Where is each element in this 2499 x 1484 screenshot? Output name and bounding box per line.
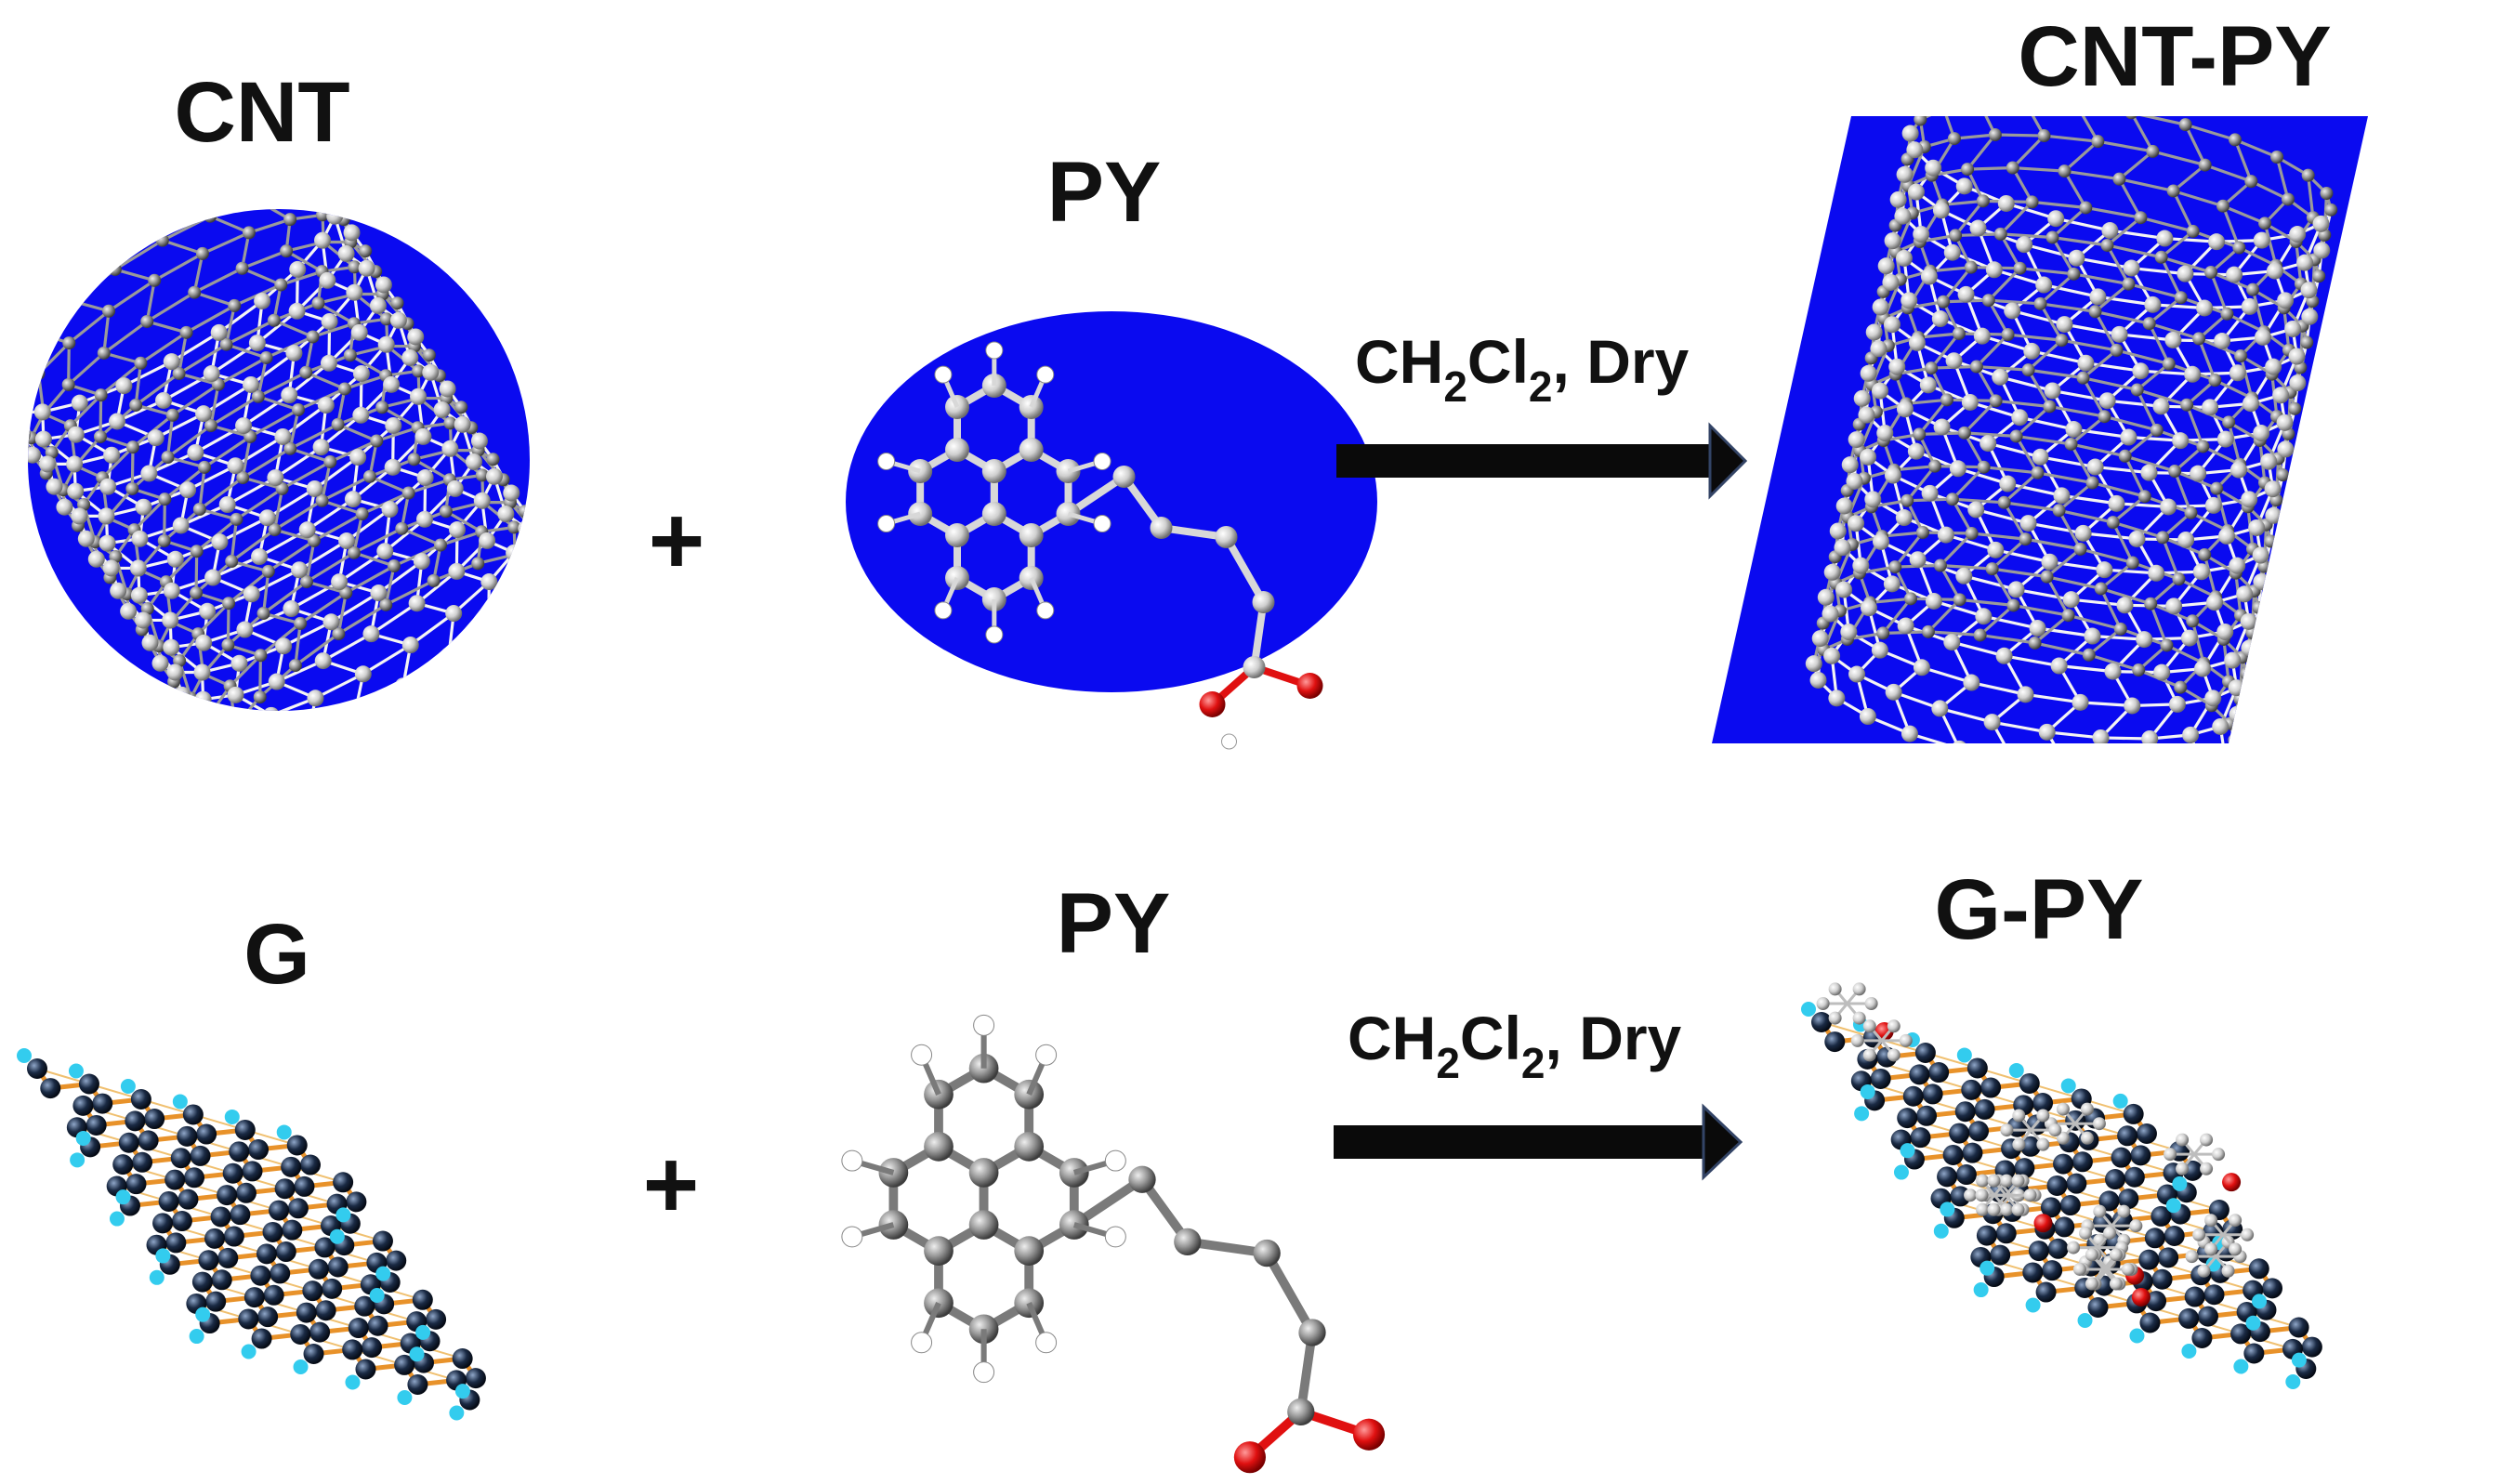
- label-cnt-py: CNT-PY: [2018, 9, 2331, 104]
- label-g-py: G-PY: [1935, 862, 2144, 957]
- py-background: [846, 311, 1377, 692]
- reaction-arrow-top: [1336, 422, 1748, 500]
- label-g: G: [243, 907, 310, 1002]
- condition-bottom: CH2Cl2, Dry: [1348, 1004, 1682, 1087]
- py-molecule-top: [877, 341, 1323, 750]
- g-py-sheet: [1801, 982, 2322, 1389]
- label-cnt: CNT: [174, 65, 349, 160]
- py-molecule-bottom: [841, 1014, 1386, 1474]
- label-py-top: PY: [1047, 145, 1162, 240]
- graphene-sheet: [17, 1048, 486, 1421]
- label-py-bottom: PY: [1057, 876, 1171, 971]
- plus-sign-bottom: +: [643, 1131, 700, 1239]
- reaction-arrow-bottom: [1334, 1103, 1743, 1181]
- plus-sign-top: +: [649, 487, 705, 595]
- cnt-py-molecule: [1805, 116, 2338, 743]
- condition-top: CH2Cl2, Dry: [1355, 327, 1690, 411]
